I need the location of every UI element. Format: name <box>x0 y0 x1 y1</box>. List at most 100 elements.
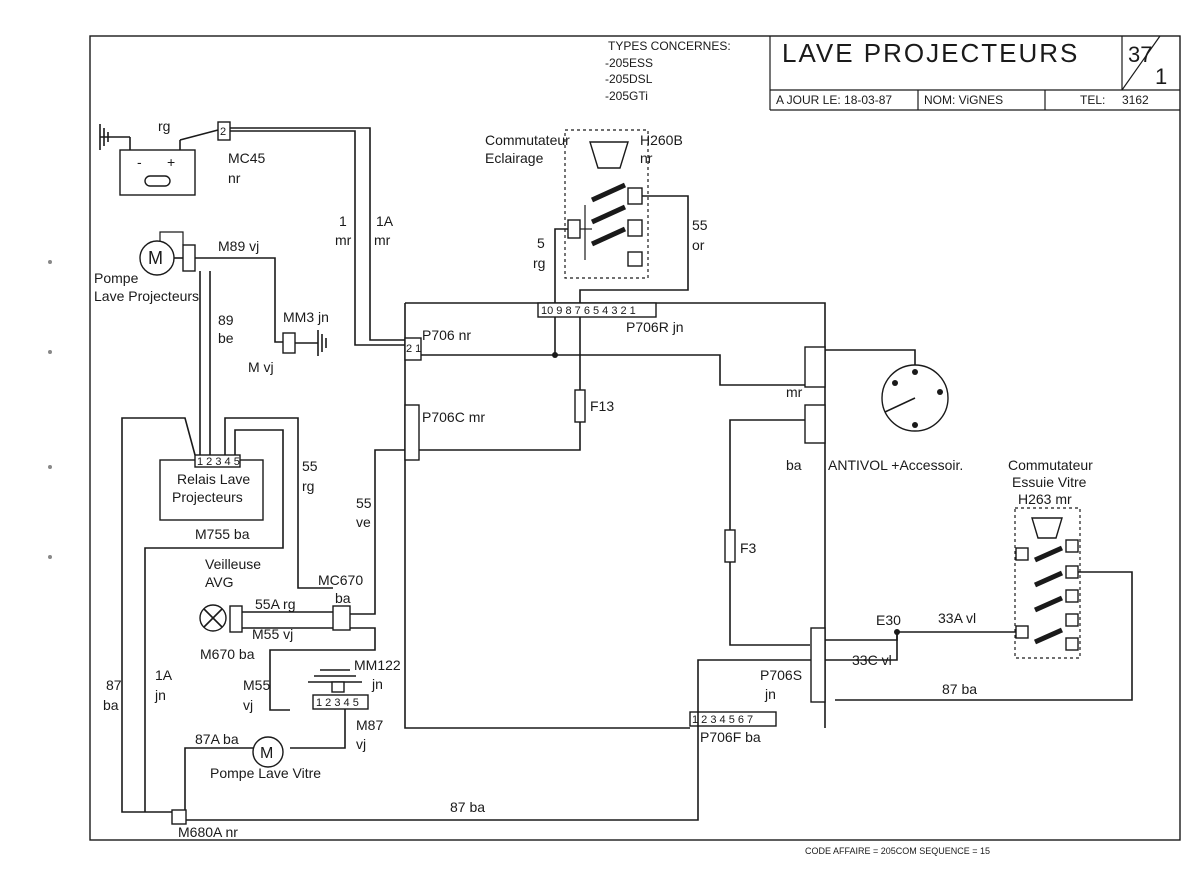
p706-label: P706 nr <box>422 327 471 343</box>
m670-label: M670 ba <box>200 646 255 662</box>
wire-5-color: rg <box>533 255 545 271</box>
wire-1-color: mr <box>335 232 352 248</box>
mc670-label: MC670 <box>318 572 363 588</box>
f3-label: F3 <box>740 540 757 556</box>
battery: - + rg <box>99 118 219 196</box>
relay-box <box>159 459 264 521</box>
mc45-pin: 2 <box>220 126 226 138</box>
page-title: LAVE PROJECTEURS <box>782 38 1079 68</box>
headlamp-washer-pump: M <box>139 231 196 276</box>
pump-label-1: Pompe <box>94 270 139 286</box>
mv-label: M vj <box>248 359 274 375</box>
p706s-color: jn <box>764 686 776 702</box>
lamp-label-2: AVG <box>205 574 234 590</box>
pump-label-2: Lave Projecteurs <box>94 288 199 304</box>
wire-1a-jn-label: 1A <box>155 667 173 683</box>
windscreen-washer-pump <box>252 736 284 768</box>
mm122-connector <box>312 694 369 710</box>
fuse-f13 <box>574 389 586 423</box>
mc45-label: MC45 <box>228 150 266 166</box>
mc45-color: nr <box>228 170 241 186</box>
p706-pins: 2 1 <box>406 343 421 355</box>
wire-55-color: or <box>692 237 705 253</box>
page-number-top: 37 <box>1128 42 1152 67</box>
relay-label-2: Projecteurs <box>172 489 243 505</box>
relay-label-1: Relais Lave <box>177 471 250 487</box>
footer-code: CODE AFFAIRE = 205COM SEQUENCE = 15 <box>805 846 990 856</box>
wire-33c-label: 33C vl <box>852 652 892 668</box>
wire-89-color: be <box>218 330 234 346</box>
wire-87-color: ba <box>103 697 119 713</box>
wire-89-label: 89 <box>218 312 234 328</box>
m680a-label: M680A nr <box>178 824 238 840</box>
m680a-connector <box>171 809 187 825</box>
mm122-ground <box>308 669 362 693</box>
battery-rg-label: rg <box>158 118 170 134</box>
wire-87-label: 87 <box>106 677 122 693</box>
sheet-border <box>89 35 1181 841</box>
relay-connector <box>194 454 241 468</box>
f13-label: F13 <box>590 398 614 414</box>
wire-1a-color: mr <box>374 232 391 248</box>
wire-1a-jn-color: jn <box>154 687 166 703</box>
wiper-switch <box>1014 507 1081 659</box>
wire-55rg-color: rg <box>302 478 314 494</box>
svg-text:M: M <box>148 248 163 268</box>
svg-text:M: M <box>260 745 273 762</box>
m89-label: M89 vj <box>218 238 259 254</box>
m755-label: M755 ba <box>195 526 250 542</box>
wire-5-label: 5 <box>537 235 545 251</box>
antivol-label: ANTIVOL +Accessoir. <box>828 457 963 473</box>
p706f-pins: 1 2 3 4 5 6 7 <box>692 714 753 726</box>
date-label: A JOUR LE: 18-03-87 <box>776 93 892 107</box>
p706r-pins: 10 9 8 7 6 5 4 3 2 1 <box>541 305 636 317</box>
e30-label: E30 <box>876 612 901 628</box>
washer-pump-label: Pompe Lave Vitre <box>210 765 321 781</box>
wire-55-label: 55 <box>692 217 708 233</box>
p706s-connector <box>810 627 826 703</box>
type-3: -205GTi <box>605 89 648 103</box>
type-1: -205ESS <box>605 56 653 70</box>
antivol-mr: mr <box>786 384 803 400</box>
tel-label: TEL: <box>1080 93 1105 107</box>
wire-87a-label: 87A ba <box>195 731 239 747</box>
m670-connector <box>229 605 243 633</box>
lighting-switch-label-2: Eclairage <box>485 150 544 166</box>
name-label: NOM: ViGNES <box>924 93 1003 107</box>
tel-value: 3162 <box>1122 93 1149 107</box>
h260b-color: nr <box>640 150 653 166</box>
p706c-label: P706C mr <box>422 409 485 425</box>
wire-55rg-label: 55 <box>302 458 318 474</box>
p706r-connector <box>537 302 657 318</box>
mm122-label: MM122 <box>354 657 401 673</box>
antivol-ba: ba <box>786 457 802 473</box>
wiper-switch-label-2: Essuie Vitre <box>1012 474 1087 490</box>
wire-87ba-bottom: 87 ba <box>450 799 485 815</box>
m55b-label: M55 <box>243 677 270 693</box>
m55-label: M55 vj <box>252 626 293 642</box>
wire-1-label: 1 <box>339 213 347 229</box>
mm122-color: jn <box>371 676 383 692</box>
lamp-label-1: Veilleuse <box>205 556 261 572</box>
antivol-connector-bottom <box>804 404 826 444</box>
h263-label: H263 mr <box>1018 491 1072 507</box>
wire-33a-label: 33A vl <box>938 610 976 626</box>
m55b-color: vj <box>243 697 253 713</box>
page-number-bottom: 1 <box>1155 64 1167 89</box>
p706r-label: P706R jn <box>626 319 684 335</box>
p706c-connector <box>404 404 420 461</box>
mm3-connector <box>282 332 296 354</box>
wire-55ve-color: ve <box>356 514 371 530</box>
type-2: -205DSL <box>605 72 653 86</box>
p706f-label: P706F ba <box>700 729 761 745</box>
wire-55a-label: 55A rg <box>255 596 295 612</box>
svg-text:-: - <box>137 154 142 170</box>
binder-marks <box>48 260 52 559</box>
wire-87ba-right: 87 ba <box>942 681 977 697</box>
m87-label: M87 <box>356 717 383 733</box>
mm3-label: MM3 jn <box>283 309 329 325</box>
wire-1a-label: 1A <box>376 213 394 229</box>
wiper-switch-label-1: Commutateur <box>1008 457 1093 473</box>
title-block: TYPES CONCERNES: -205ESS -205DSL -205GTi… <box>605 35 1180 111</box>
